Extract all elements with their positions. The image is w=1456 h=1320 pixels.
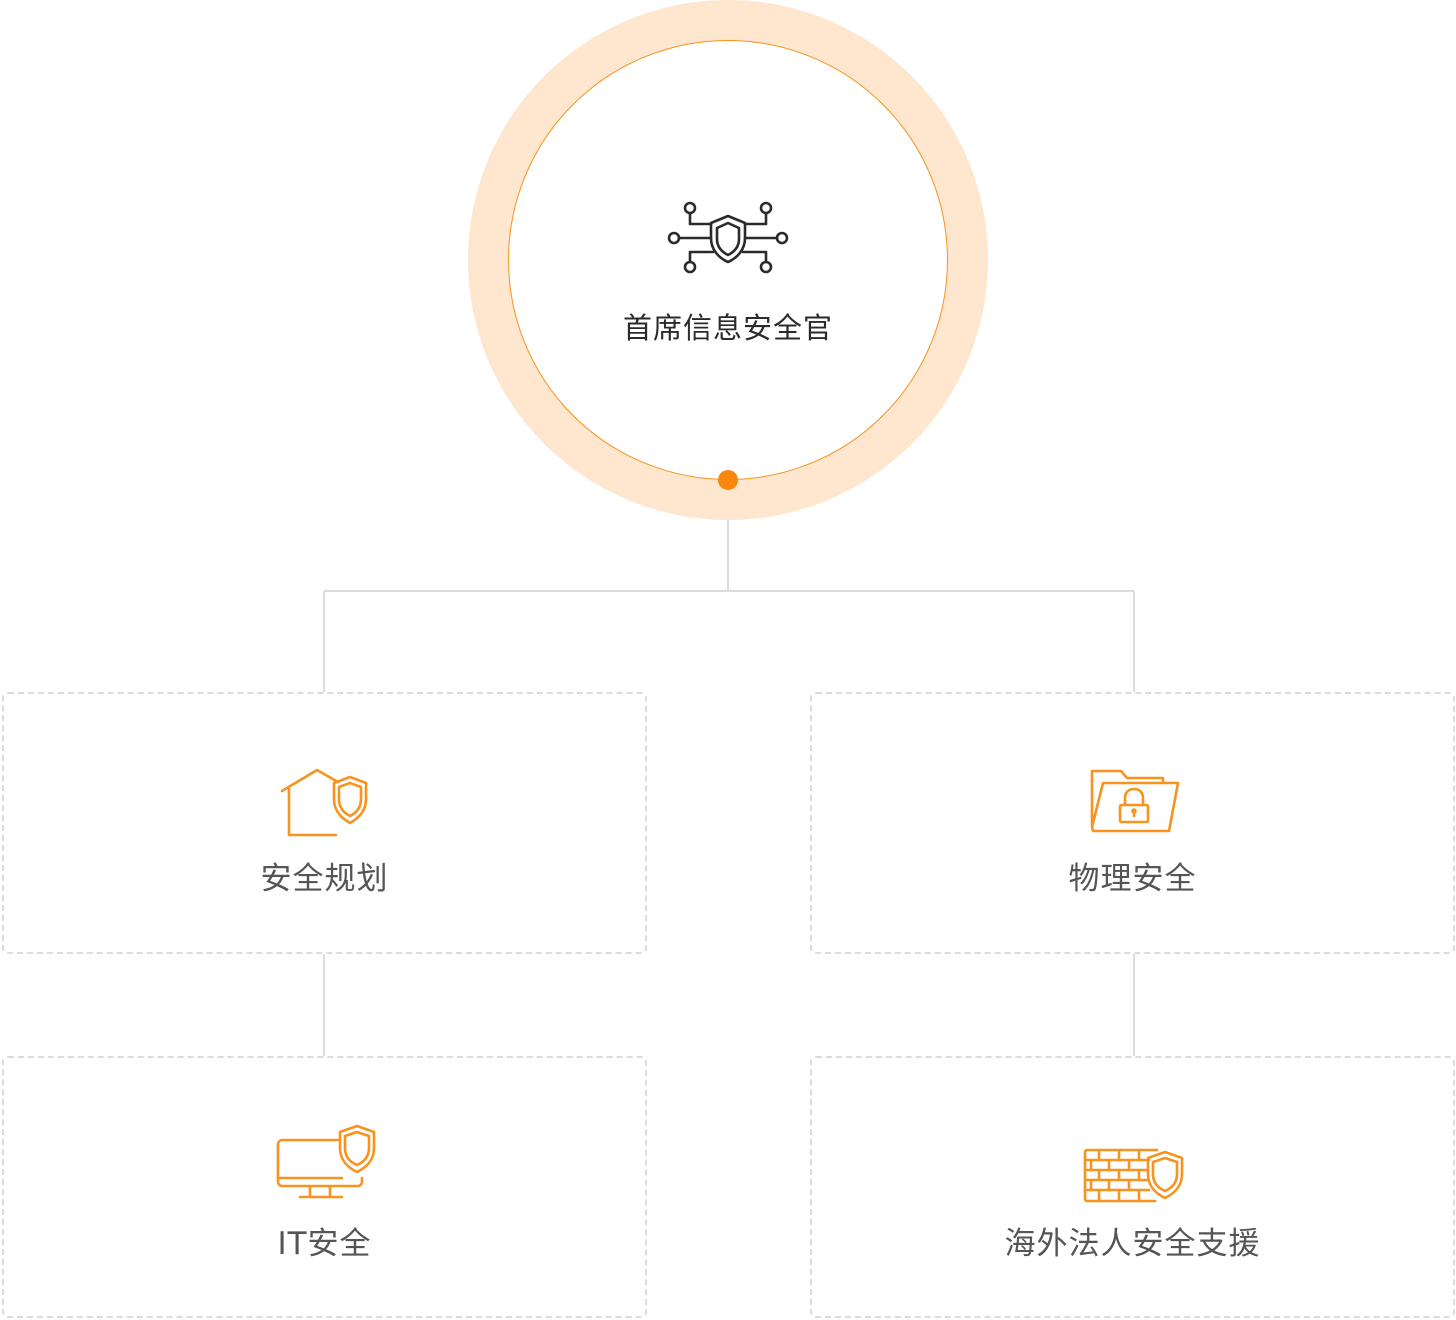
node-overseas-support: 海外法人安全支援: [810, 1056, 1455, 1318]
monitor-shield-icon: [276, 1124, 376, 1199]
firewall-shield-icon: [1083, 1148, 1184, 1203]
root-label: 首席信息安全官: [622, 311, 833, 345]
node-physical-security: 物理安全: [810, 692, 1455, 954]
node-label: IT安全: [277, 1226, 372, 1262]
network-shield-icon: [667, 201, 789, 274]
node-label: 物理安全: [1068, 861, 1197, 897]
root-connector-dot: [718, 470, 738, 490]
house-shield-icon: [280, 768, 368, 837]
node-label: 安全规划: [260, 861, 389, 897]
root-node: [508, 40, 948, 480]
node-it-security: IT安全: [2, 1056, 647, 1318]
node-security-planning: 安全规划: [2, 692, 647, 954]
node-label: 海外法人安全支援: [1004, 1226, 1261, 1262]
folder-lock-icon: [1090, 769, 1180, 833]
